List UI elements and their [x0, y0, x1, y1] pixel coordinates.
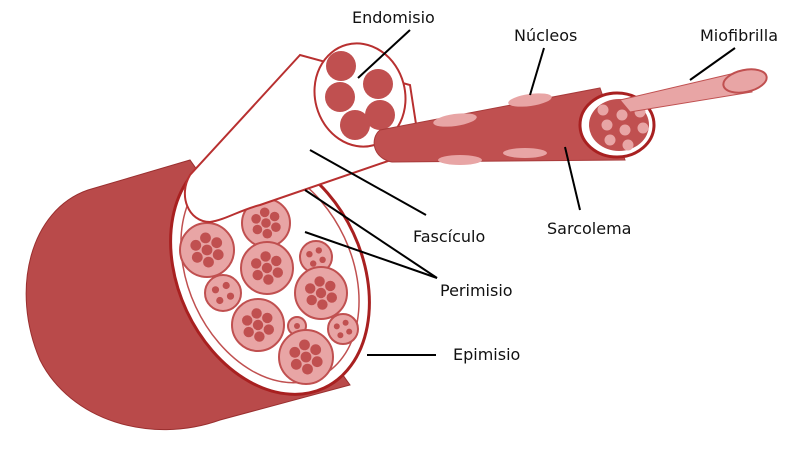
- muscle-fiber-dot: [273, 267, 283, 277]
- fascicle-circle: [205, 275, 241, 311]
- muscle-fiber-dot: [227, 293, 234, 300]
- label-fasciculo: Fascículo: [413, 227, 485, 246]
- nucleus: [438, 155, 482, 165]
- muscle-fiber-dot: [310, 344, 321, 355]
- muscle-fiber-dot: [253, 225, 263, 235]
- muscle-fiber-dot: [251, 308, 261, 318]
- muscle-fiber-dot: [346, 329, 352, 335]
- muscle-fiber-dot: [211, 237, 222, 248]
- muscle-fiber-dot: [254, 331, 264, 341]
- muscle-fiber-dot: [264, 324, 274, 334]
- muscle-fiber-dot: [251, 258, 261, 268]
- myofibril-dot: [617, 110, 628, 121]
- muscle-fiber-dot: [334, 323, 340, 329]
- muscle-fiber: [374, 88, 654, 165]
- muscle-fiber-dot: [302, 364, 313, 375]
- muscle-fiber-dot: [291, 359, 302, 370]
- muscle-fiber-dot: [200, 233, 211, 244]
- myofibril-dot: [602, 120, 613, 131]
- muscle-fiber-dot: [299, 340, 310, 351]
- label-epimisio: Epimisio: [453, 345, 520, 364]
- muscle-fiber-dot: [306, 251, 312, 257]
- muscle-fiber-dot: [251, 214, 261, 224]
- muscle-fiber-dot: [337, 332, 343, 338]
- myofibril: [620, 66, 769, 112]
- muscle-fiber-dot: [301, 352, 312, 363]
- muscle-fiber-dot: [192, 252, 203, 263]
- fiber-end: [325, 82, 355, 112]
- muscle-fiber-dot: [310, 260, 316, 266]
- fascicle-circle: [328, 314, 358, 344]
- muscle-fiber-dot: [307, 295, 317, 305]
- muscle-fiber-dot: [212, 286, 219, 293]
- label-perimisio: Perimisio: [440, 281, 513, 300]
- muscle-fiber-dot: [289, 347, 300, 358]
- fiber-end: [326, 51, 356, 81]
- fiber-end: [340, 110, 370, 140]
- muscle-fiber-dot: [261, 218, 271, 228]
- muscle-fiber-dot: [242, 315, 252, 325]
- muscle-fiber-dot: [305, 283, 315, 293]
- muscle-fiber-dot: [213, 249, 224, 260]
- muscle-fiber-dot: [325, 281, 335, 291]
- muscle-fiber-dot: [327, 292, 337, 302]
- muscle-fiber-dot: [253, 270, 263, 280]
- muscle-fiber-dot: [262, 263, 272, 273]
- muscle-fiber-dot: [263, 229, 273, 239]
- muscle-fiber-dot: [294, 323, 300, 329]
- muscle-fiber-dot: [260, 208, 270, 218]
- muscle-fiber-dot: [203, 257, 214, 268]
- myofibril-dot: [605, 135, 616, 146]
- muscle-fiber-dot: [260, 251, 270, 261]
- muscle-fiber-dot: [316, 247, 322, 253]
- label-miofibrilla: Miofibrilla: [700, 26, 778, 45]
- muscle-fiber-dot: [263, 274, 273, 284]
- muscle-fiber-dot: [244, 327, 254, 337]
- muscle-fiber-dot: [314, 276, 324, 286]
- muscle-fiber-dot: [271, 256, 281, 266]
- muscle-fiber-dot: [223, 282, 230, 289]
- myofibril-dot: [598, 105, 609, 116]
- muscle-fiber-dot: [312, 356, 323, 367]
- muscle-fiber-dot: [262, 313, 272, 323]
- muscle-fiber-dot: [253, 320, 263, 330]
- myofibril-dot: [623, 140, 634, 151]
- muscle-fiber-dot: [202, 245, 213, 256]
- muscle-fiber-dot: [271, 222, 281, 232]
- muscle-fiber-dot: [316, 288, 326, 298]
- muscle-fiber-dot: [190, 240, 201, 251]
- nucleus: [503, 148, 547, 158]
- label-sarcolema: Sarcolema: [547, 219, 631, 238]
- myofibril-dot: [638, 123, 649, 134]
- label-nucleos: Núcleos: [514, 26, 577, 45]
- nucleos-leader: [530, 48, 544, 95]
- fiber-end: [363, 69, 393, 99]
- myofibril-dot: [620, 125, 631, 136]
- label-endomisio: Endomisio: [352, 8, 435, 27]
- muscle-fiber-dot: [270, 212, 280, 222]
- muscle-fiber-dot: [317, 299, 327, 309]
- muscle-fiber-dot: [216, 297, 223, 304]
- muscle-fiber-dot: [343, 320, 349, 326]
- muscle-fiber-dot: [319, 257, 325, 263]
